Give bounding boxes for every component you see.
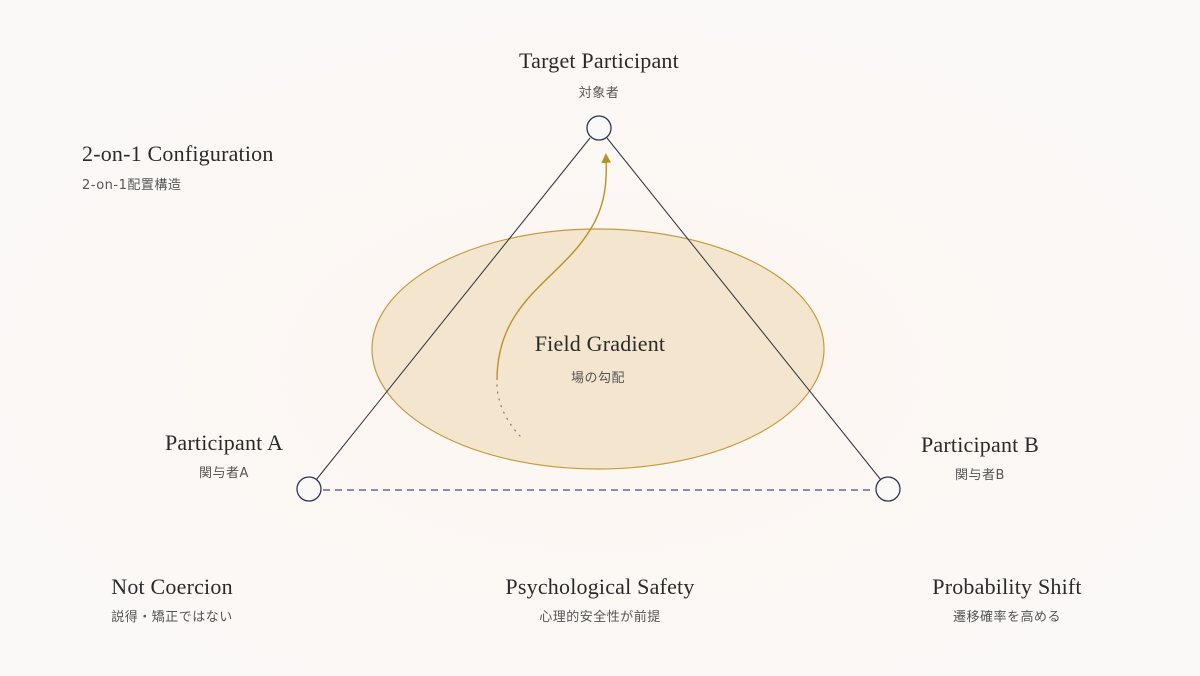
target-label: Target Participant (519, 48, 679, 73)
node-participant-b[interactable] (875, 476, 901, 502)
principle-psych-safety-sublabel: 心理的安全性が前提 (539, 610, 661, 625)
edge-a-to-target (315, 137, 591, 481)
participant-a-sublabel: 関与者A (199, 466, 249, 481)
config-title: 2-on-1 Configuration (82, 141, 274, 166)
node-target[interactable] (586, 115, 612, 141)
config-subtitle: 2-on-1配置構造 (82, 178, 182, 193)
principle-not-coercion-sublabel: 説得・矯正ではない (111, 610, 233, 625)
gradient-arrow (496, 153, 612, 381)
participant-a-label: Participant A (164, 430, 284, 455)
principle-not-coercion-label: Not Coercion (111, 574, 233, 599)
target-sublabel: 対象者 (578, 86, 620, 101)
field-label: Field Gradient (534, 331, 666, 356)
principle-probability-shift-sublabel: 遷移確率を高める (952, 610, 1062, 625)
participant-b-label: Participant B (920, 432, 1040, 457)
principle-probability-shift-label: Probability Shift (932, 574, 1082, 599)
field-gradient-ellipse (371, 228, 825, 470)
edge-b-to-target (606, 137, 882, 481)
gradient-arrow-tail (496, 379, 521, 437)
node-participant-a[interactable] (296, 476, 322, 502)
participant-b-sublabel: 関与者B (955, 468, 1005, 483)
principle-psych-safety-label: Psychological Safety (505, 574, 695, 599)
field-sublabel: 場の勾配 (570, 371, 626, 386)
